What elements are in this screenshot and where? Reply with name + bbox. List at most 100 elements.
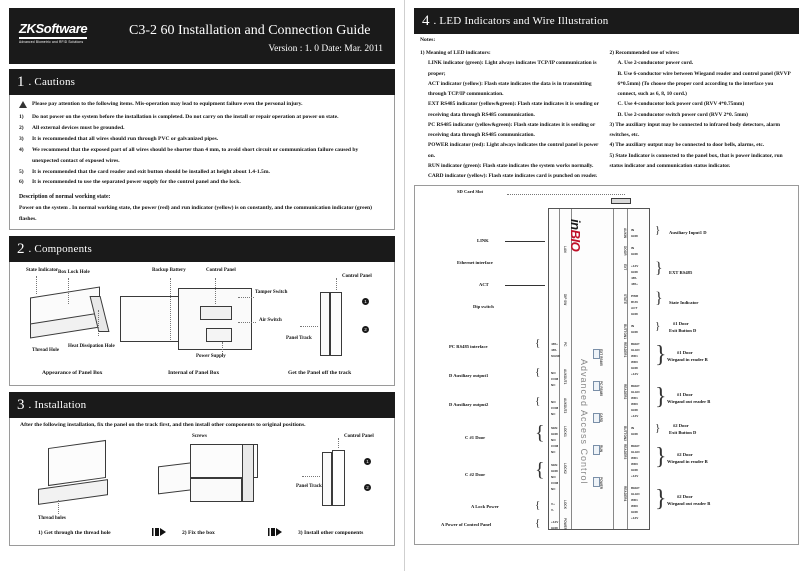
pin-label: GND [631, 312, 638, 317]
connector-label-lock2: LOCK2 [563, 463, 567, 475]
brace-icon: { [535, 517, 541, 530]
label-door2-wiegand-out-line1: #2 Door [677, 494, 693, 500]
pin-label: COM [551, 481, 559, 486]
section-title: . LED Indicators and Wire Illustration [433, 15, 609, 27]
section-title: . Cautions [28, 76, 76, 88]
pin-label: ACT [631, 306, 638, 311]
board-column-divider [613, 209, 614, 530]
installation-lead-text: After the following installation, fix th… [20, 422, 306, 429]
label-door2-lock: C #2 Door [465, 472, 486, 478]
led-notes: Notes: 1) Meaning of LED indicators: LIN… [414, 34, 799, 181]
pin-label: WD0 [631, 504, 638, 509]
led-note: CARD indicator (yellow): Flash state ind… [428, 173, 598, 180]
pin-label: COM [551, 406, 559, 411]
led-note: POWER indicator (red): Light always indi… [428, 142, 599, 159]
notes-columns: 1) Meaning of LED indicators: LINK indic… [414, 44, 799, 181]
label-screws: Screws [192, 434, 207, 440]
label-state-indicator: State Indicator [669, 300, 699, 306]
led-note: EXT RS485 indicator (yellow&green): Flas… [428, 101, 599, 118]
control-panel-install [332, 450, 345, 507]
brace-icon: } [655, 290, 663, 308]
brace-icon: } [655, 224, 661, 237]
led-label-power: POWER [599, 477, 603, 490]
section-header-cautions: 1 . Cautions [9, 69, 395, 95]
label-thread-holes: Thread holes [38, 516, 66, 522]
control-panel-board: inBIO Advanced Access Control EXT RS485 … [548, 208, 650, 531]
pin-label: +12V [631, 372, 639, 377]
leader-line [507, 194, 625, 196]
led-power [593, 477, 600, 488]
pin-label: +12V [551, 520, 559, 525]
control-panel-vertical [330, 292, 342, 357]
leader-line [300, 326, 318, 328]
pin-label: RUN [631, 300, 638, 305]
pin-label: WD1 [631, 354, 638, 359]
power-supply-unit [206, 328, 232, 343]
label-panel-track-install: Panel Track [296, 484, 322, 490]
connector-label-lan: LAN [563, 246, 567, 254]
wire-note: D. Use 2-conducotor switch power cord (R… [617, 111, 748, 118]
pin-label: GND [631, 252, 638, 257]
label-thread-hole: Thread Hole [32, 348, 59, 354]
connector-label-auxout1: AUXOUT1 [563, 369, 567, 385]
wire-note-extra: 4) The auxiliary output may be connected… [609, 142, 765, 149]
pin-label: +12V [631, 474, 639, 479]
label-door2-wiegand-in-line2: Wiegand in reader B [667, 459, 708, 465]
label-power-of-control-panel: A Power of Control Panel [441, 522, 492, 528]
pin-label: GLED [631, 450, 640, 455]
arrow-separator-icon [152, 528, 166, 537]
led-note: RUN indicator (green): Flash state indic… [428, 162, 594, 169]
panel-track-install [322, 452, 332, 507]
list-item: 1)Do not power on the system before the … [19, 114, 339, 120]
led-pc-rs485 [593, 381, 600, 392]
section-number: 2 [17, 240, 25, 257]
label-backup-battery: Backup Battery [152, 268, 186, 274]
pin-label: GLED [631, 390, 640, 395]
connector-label-pc: PC [563, 342, 567, 347]
board-column-divider [571, 209, 572, 530]
brace-icon: } [655, 444, 667, 471]
label-door2-wiegand-out-line2: Wiegand out reader B [667, 501, 711, 507]
leader-line [36, 276, 37, 295]
leader-line [505, 285, 545, 287]
list-item: 5)It is recommended that the card reader… [19, 168, 270, 175]
pin-label: 485- [551, 348, 558, 353]
control-panel-pcb [200, 306, 232, 321]
install-step-1: 1) Get through the thread hole [38, 530, 111, 537]
led-ext-rs485 [593, 349, 600, 360]
leader-line [238, 297, 254, 299]
leader-line [238, 322, 256, 324]
label-control-panel: Control Panel [206, 268, 236, 274]
connector-label-reader2: READER2 [623, 384, 627, 400]
document-header: ZKSoftware Advanced Biometric and RFID S… [9, 8, 395, 64]
connector-label-reader3: READER3 [623, 444, 627, 460]
pin-label: +12V [631, 414, 639, 419]
caption-appearance: Appearance of Panel Box [42, 370, 103, 377]
section-title: . Installation [28, 399, 87, 412]
label-box-lock-hole: Box Lock Hole [58, 270, 90, 276]
cautions-body: Please pay attention to the following it… [9, 95, 395, 231]
list-item: 2)All external devices must be grounded. [19, 124, 125, 131]
led-label-card: CARD [599, 413, 603, 423]
install-step-3: 3) Install other components [298, 530, 364, 537]
led-label-run: RUN [599, 445, 603, 453]
label-state-indicator: State Indicator [26, 268, 59, 274]
label-lock-power: A Lock Power [471, 504, 499, 510]
pin-label: GND [631, 234, 638, 239]
connector-label-door: DOOR [623, 246, 627, 257]
pin-label: GND [551, 432, 558, 437]
connector-label-reader1: READER1 [623, 342, 627, 358]
pin-label: WD0 [631, 402, 638, 407]
pin-label: BEEP [631, 384, 640, 389]
pin-label: NC [551, 383, 556, 388]
label-aux-output1: D Auxiliary output1 [449, 373, 489, 379]
pin-label: WD1 [631, 498, 638, 503]
track-rail-shape [242, 444, 254, 503]
connector-label-auxin: AUXIN [623, 228, 627, 239]
pin-label: GND [631, 330, 638, 335]
section-number: 4 [422, 12, 430, 29]
install-step-2: 2) Fix the box [182, 530, 215, 537]
connector-label-button1: BUTTON1 [623, 324, 627, 340]
pin-label: PWR [631, 294, 639, 299]
wiring-diagram: SD Card Slot inBIO Advanced Access Contr… [414, 185, 799, 546]
